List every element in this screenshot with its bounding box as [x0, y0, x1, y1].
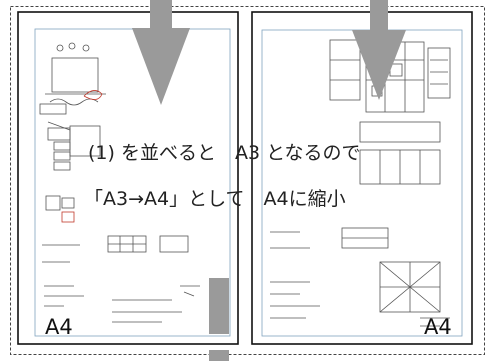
- caption-line-2: 「A3→A4」として A4に縮小: [84, 188, 346, 210]
- center-down-arrow-bottom: [209, 278, 229, 361]
- right-page: [251, 0, 473, 345]
- left-page-label: A4: [45, 315, 73, 339]
- right-page-label: A4: [424, 315, 452, 339]
- outer-dashed-frame: [10, 6, 485, 355]
- left-down-arrow-top: [132, 0, 190, 105]
- right-page-border: [251, 11, 473, 345]
- caption-line-1: (1) を並べると A3 となるので: [88, 142, 361, 164]
- left-page-border: [17, 11, 239, 345]
- right-page-sketches: [270, 39, 451, 327]
- left-page: [17, 0, 239, 361]
- right-down-arrow-top: [352, 0, 406, 100]
- left-page-sketches: [39, 42, 200, 323]
